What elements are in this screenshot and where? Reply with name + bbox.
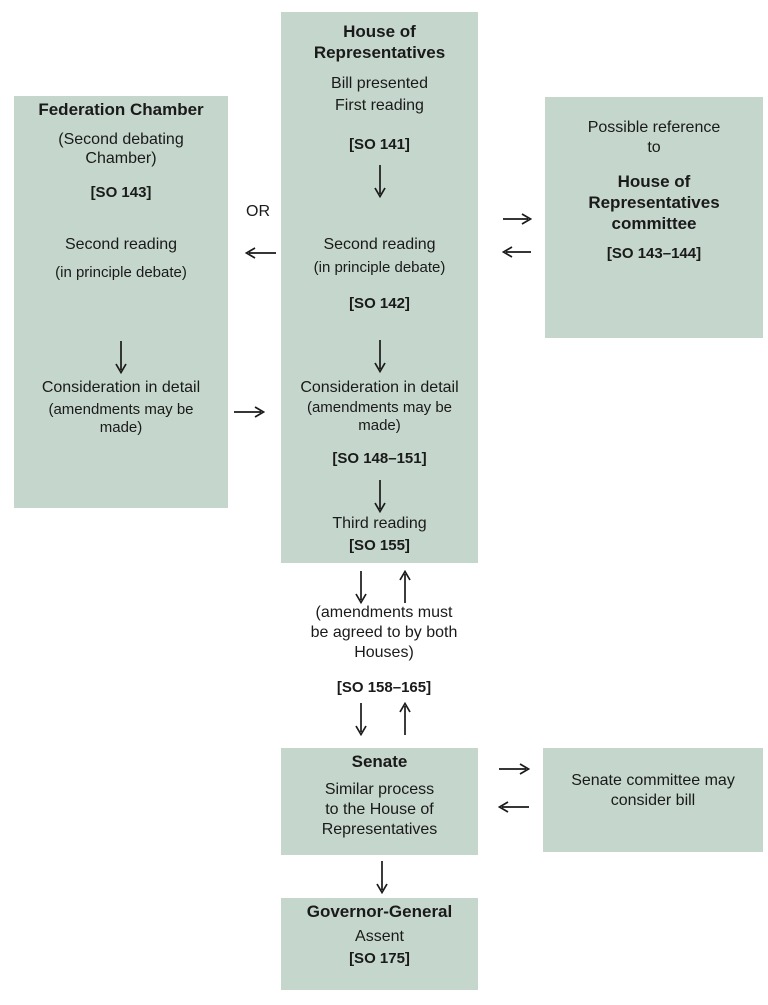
chamber-second-reading-label: Second reading [64,236,178,253]
so-155-label: [SO 155] [349,537,410,554]
so-143-144-label: [SO 143–144] [606,245,702,262]
so-141-label: [SO 141] [349,136,410,153]
right-arrow-icon [498,762,530,776]
chamber-second-reading-note: (in principle debate) [55,264,187,281]
third-reading-label: Third reading [332,515,427,532]
so-158-165-label: [SO 158–165] [336,679,432,696]
governor-general-title: Governor-General [306,902,453,921]
so-142-label: [SO 142] [349,295,410,312]
down-arrow-icon [281,339,478,373]
first-reading-label: First reading [335,97,424,114]
house-second-reading-note: (in principle debate) [313,259,446,276]
bill-presented-label: Bill presented [331,75,428,92]
chamber-consideration-label: Consideration in detail [41,379,201,396]
federation-chamber-title: Federation Chamber [38,100,204,119]
up-arrow-icon [397,570,413,604]
up-arrow-icon [397,702,413,736]
left-arrow-icon [498,800,530,814]
senate-title: Senate [351,752,408,771]
right-arrow-icon [502,212,532,226]
down-arrow-icon [14,340,228,374]
left-arrow-icon [502,245,532,259]
house-consideration-label: Consideration in detail [300,379,459,396]
right-arrow-icon [233,405,265,419]
so-148-151-label: [SO 148–151] [332,450,427,467]
down-arrow-icon [281,164,478,198]
down-arrow-icon [281,479,478,513]
house-second-reading-label: Second reading [323,236,436,253]
governor-general-box: Governor-General Assent [SO 175] [281,898,478,990]
down-arrow-icon [374,860,390,894]
or-label: OR [246,203,270,220]
so-175-label: [SO 175] [349,950,410,967]
so-143-label: [SO 143] [90,184,152,201]
down-arrow-icon [353,570,369,604]
assent-label: Assent [355,928,404,945]
left-arrow-icon [245,246,277,260]
down-arrow-icon [353,702,369,736]
